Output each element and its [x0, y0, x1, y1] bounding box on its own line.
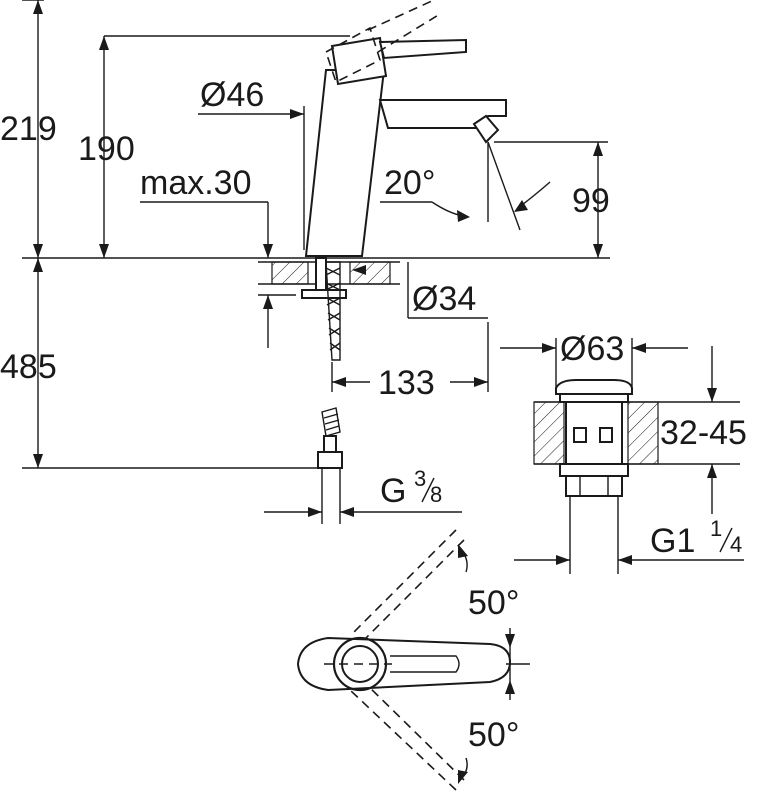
- dimension-133: 133: [331, 322, 489, 402]
- dimension-20deg: 20°: [380, 141, 551, 231]
- dimension-32-45: 32-45: [660, 346, 747, 514]
- label-g114-main: G1: [650, 522, 695, 560]
- hose-end-fitting: [317, 407, 343, 524]
- countertop-section: [258, 257, 400, 361]
- label-dia63: Ø63: [560, 330, 624, 368]
- dimension-219: 219: [0, 0, 57, 258]
- top-view: [296, 529, 530, 791]
- label-dia34: Ø34: [412, 280, 476, 318]
- label-190: 190: [78, 130, 135, 168]
- label-50deg-top: 50°: [468, 584, 519, 622]
- dimension-g38: G 3 8: [264, 466, 462, 517]
- label-219: 219: [0, 110, 57, 148]
- label-50deg-bottom: 50°: [468, 716, 519, 754]
- label-485: 485: [0, 348, 57, 386]
- dimension-dia34: Ø34: [352, 262, 488, 319]
- dimension-g114: G1 1 4: [514, 516, 744, 565]
- dimension-190: 190: [78, 35, 350, 258]
- faucet-body: [304, 0, 507, 257]
- waste-valve: [533, 379, 740, 574]
- label-g38-den: 8: [430, 482, 442, 507]
- dimension-485: 485: [0, 258, 320, 469]
- label-g38-num: 3: [414, 466, 426, 491]
- label-max30: max.30: [140, 164, 252, 202]
- label-32-45: 32-45: [660, 414, 747, 452]
- label-99: 99: [572, 182, 610, 220]
- dimension-99: 99: [494, 141, 610, 258]
- label-g114-den: 4: [730, 532, 742, 557]
- dimension-max30: max.30: [140, 164, 273, 348]
- dimension-dia63: Ø63: [500, 330, 688, 388]
- label-dia46: Ø46: [200, 76, 264, 114]
- label-g38-main: G: [380, 472, 406, 510]
- label-g114-num: 1: [710, 516, 722, 541]
- label-133: 133: [378, 364, 435, 402]
- label-20deg: 20°: [384, 164, 435, 202]
